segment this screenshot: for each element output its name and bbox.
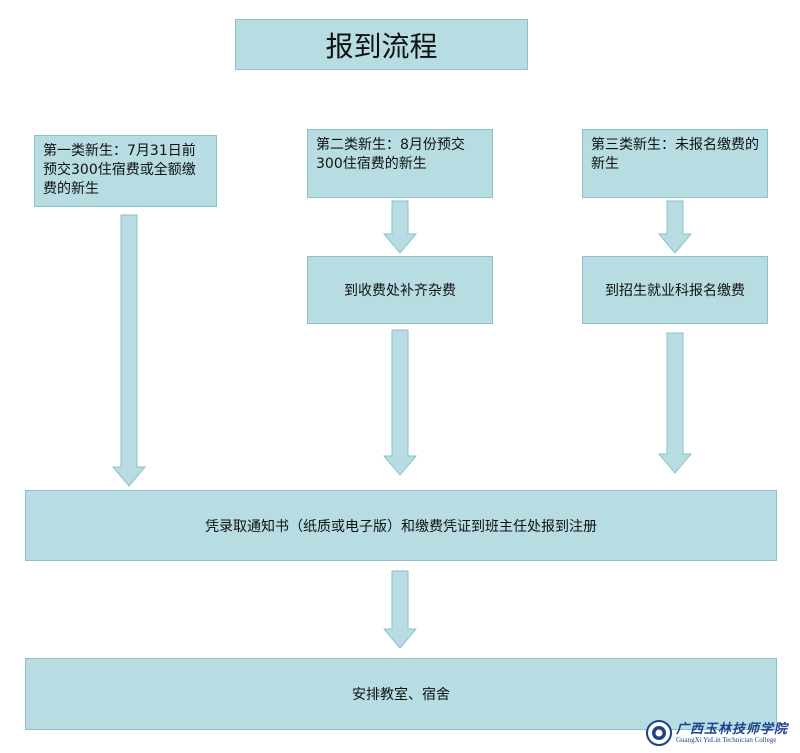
diagram-title: 报到流程 [235,19,528,70]
college-name-cn: 广西玉林技师学院 [676,722,789,737]
category-3-box: 第三类新生：未报名缴费的新生 [582,129,768,198]
college-seal-icon [646,720,672,746]
arrow-register-down [382,570,418,649]
supplement-fees-box: 到收费处补齐杂费 [307,256,493,324]
arrow-col2-down-2 [382,329,418,476]
enroll-pay-box: 到招生就业科报名缴费 [582,256,768,324]
arrow-col2-down-1 [382,200,418,254]
arrow-col3-down-1 [657,200,693,254]
arrow-col3-down-2 [657,332,693,474]
category-2-box: 第二类新生：8月份预交300住宿费的新生 [307,129,493,198]
arrow-col1-down [111,214,147,487]
college-name-en: GuangXi YuLin Technician College [676,736,777,744]
college-logo: 广西玉林技师学院 GuangXi YuLin Technician Colleg… [646,718,796,750]
arrange-room-box: 安排教室、宿舍 [25,658,777,730]
registration-box: 凭录取通知书（纸质或电子版）和缴费凭证到班主任处报到注册 [25,490,777,561]
category-1-box: 第一类新生：7月31日前预交300住宿费或全额缴费的新生 [34,135,217,207]
